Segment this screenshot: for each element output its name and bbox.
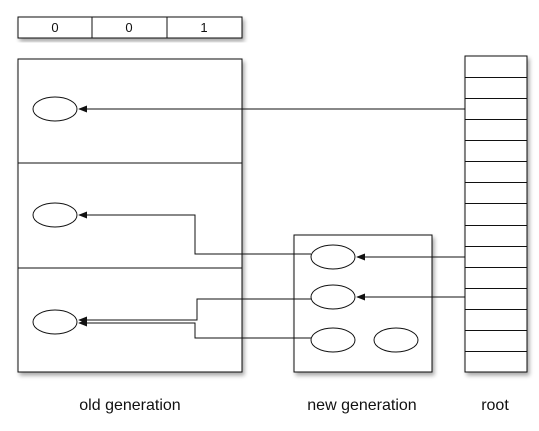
root-label: root [481,397,509,414]
root-slot-dividers [465,77,527,352]
card-cell-3: 1 [200,20,207,35]
card-cell-2: 0 [125,20,132,35]
pointer-new3-to-old-3 [78,319,311,339]
new-object-2 [310,284,356,310]
new-generation-label: new generation [307,397,416,414]
new-object-3 [310,327,356,353]
new-object-4 [373,327,419,353]
pointers [78,105,465,339]
card-cell-1: 0 [51,20,58,35]
pointer-new-to-old-2 [78,211,311,255]
new-generation-box [293,234,433,373]
old-object-1 [32,96,78,122]
pointer-new2-to-old-3 [78,298,311,324]
root-set [464,55,528,373]
new-object-1 [310,244,356,270]
old-object-3 [32,309,78,335]
old-generation-label: old generation [79,397,180,414]
old-object-2 [32,202,78,228]
card-table: 0 0 1 [17,16,243,39]
